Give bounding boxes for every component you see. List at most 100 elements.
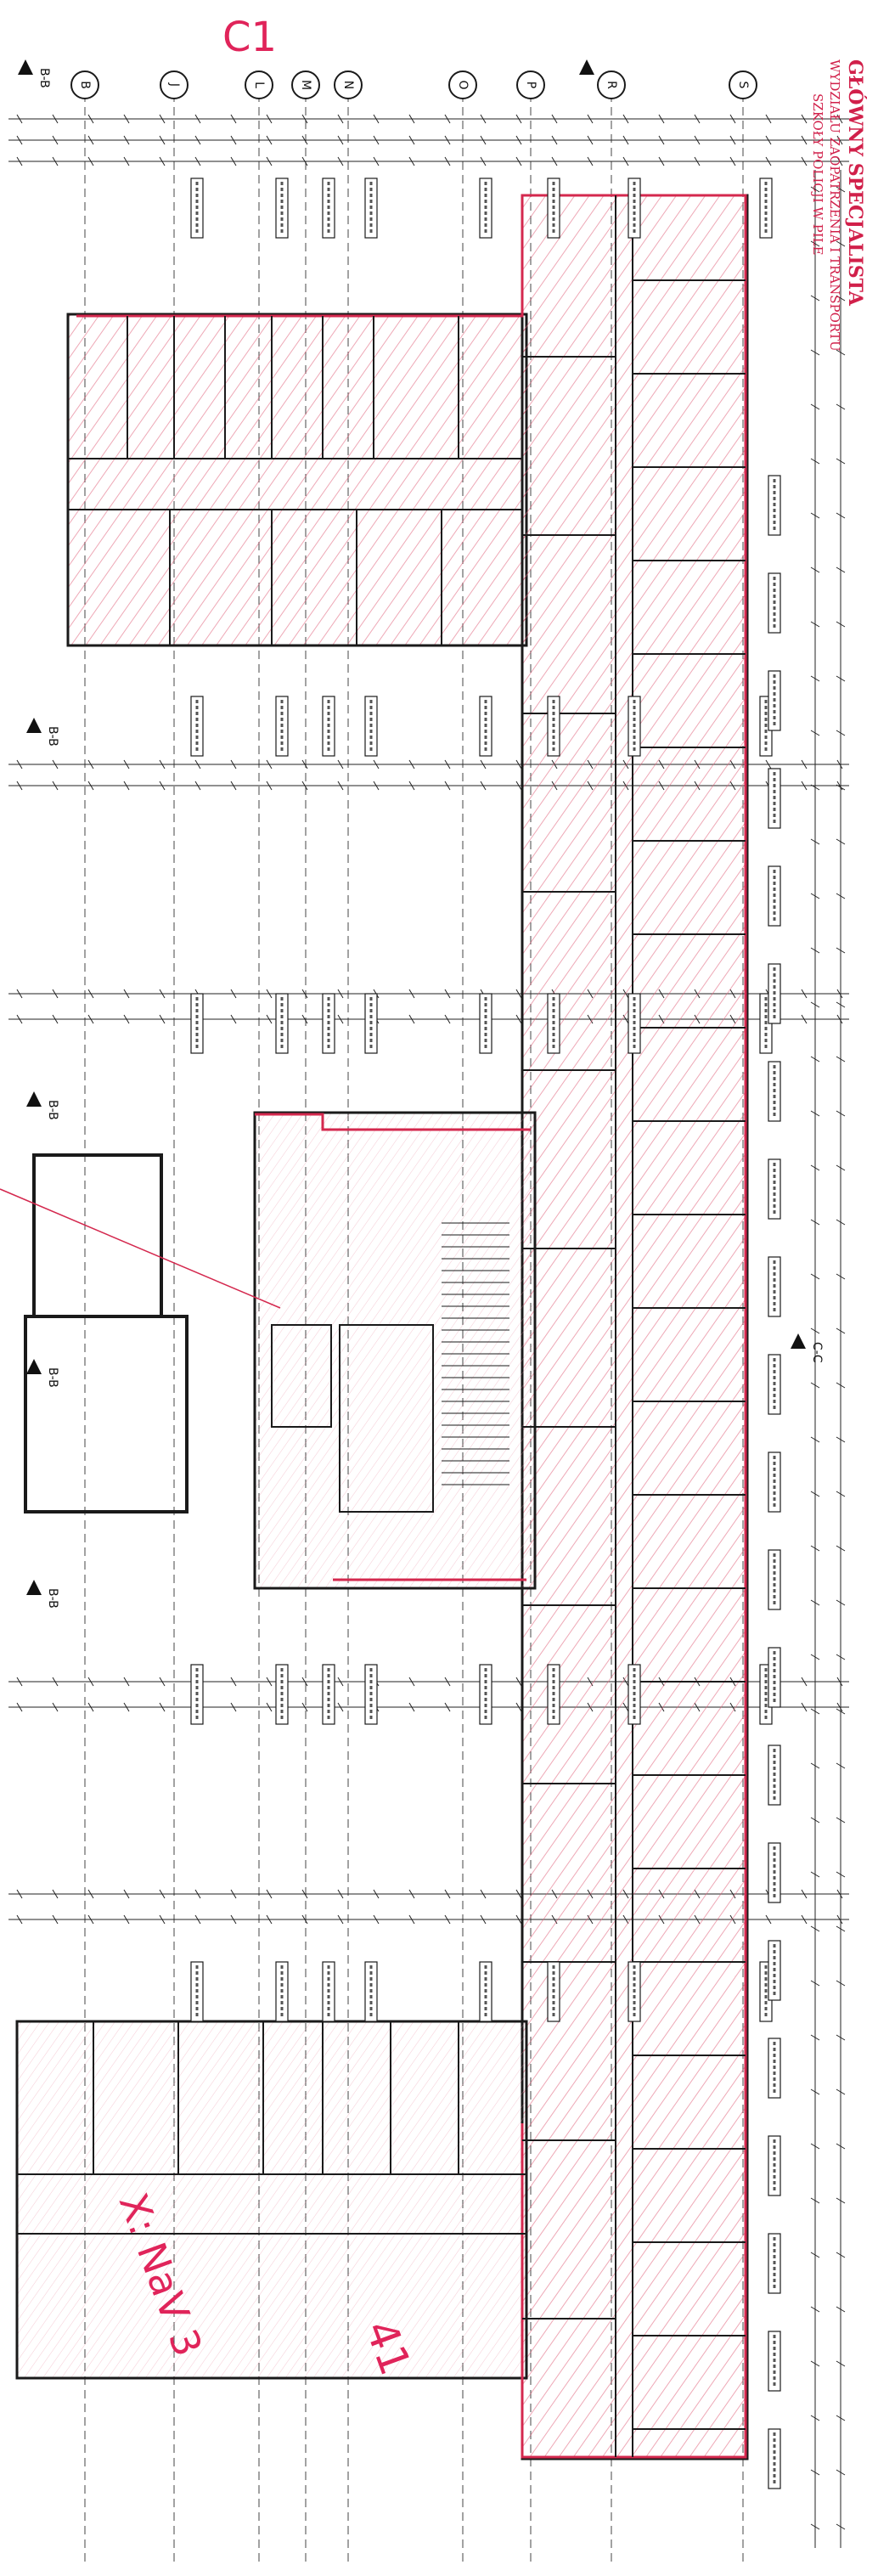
dimension-tick xyxy=(836,1273,846,1280)
dimension-tick xyxy=(515,781,522,791)
dimension-tick xyxy=(801,114,808,124)
east-wing xyxy=(521,194,749,2460)
dimension-tick xyxy=(836,1914,843,1925)
dimension-tick xyxy=(194,759,201,769)
dimension-tick xyxy=(836,458,846,465)
dimension-tick xyxy=(87,1889,94,1899)
dimension-tick xyxy=(159,156,166,166)
dimension-tick xyxy=(123,156,130,166)
dimension-tick xyxy=(230,759,237,769)
dimension-tick xyxy=(810,403,820,410)
room-partitions xyxy=(17,195,746,2457)
dimension-tick xyxy=(836,1327,846,1334)
dimension-tick xyxy=(444,989,451,999)
section-arrow xyxy=(18,59,33,75)
dimension-tick xyxy=(810,240,820,247)
dimension-tick xyxy=(836,838,846,845)
grid-axis-bubble xyxy=(729,70,757,99)
dimension-tick xyxy=(622,135,629,145)
grid-axis-bubble xyxy=(291,70,320,99)
grid-axis-bubble xyxy=(70,70,99,99)
dimension-tick xyxy=(836,403,846,410)
north-wing xyxy=(66,313,528,647)
dimension-tick xyxy=(266,114,273,124)
dimension-tick xyxy=(587,156,594,166)
dimension-tick xyxy=(480,781,487,791)
dimension-tick xyxy=(266,135,273,145)
grid-axis-bubble xyxy=(160,70,189,99)
dimension-tick xyxy=(266,1889,273,1899)
dimension-tick xyxy=(515,1014,522,1024)
dimension-tick xyxy=(408,1014,415,1024)
dimension-tick xyxy=(337,989,344,999)
dimension-tick xyxy=(159,989,166,999)
dimension-tick xyxy=(301,1677,308,1687)
grid-axis-label: R xyxy=(605,81,618,89)
dimension-tick xyxy=(123,781,130,791)
dimension-tick xyxy=(159,1914,166,1925)
dimension-tick xyxy=(16,1677,23,1687)
dimension-tick xyxy=(159,759,166,769)
dimension-tick xyxy=(801,135,808,145)
dimension-tick xyxy=(810,893,820,899)
dimension-tick xyxy=(373,135,380,145)
dimension-tick xyxy=(123,135,130,145)
dimension-tick xyxy=(16,135,23,145)
dimension-tick xyxy=(836,621,846,628)
dimension-tick xyxy=(836,1056,846,1063)
dimension-tick xyxy=(301,1702,308,1712)
dimension-tick xyxy=(836,1599,846,1606)
dimension-tick xyxy=(266,1702,273,1712)
dimension-tick xyxy=(810,2252,820,2258)
dimension-tick xyxy=(87,781,94,791)
dimension-tick xyxy=(52,1914,59,1925)
dimension-tick xyxy=(16,114,23,124)
dimension-tick xyxy=(337,1914,344,1925)
dimension-tick xyxy=(123,114,130,124)
dimension-tick xyxy=(836,1708,846,1715)
dimension-tick xyxy=(515,989,522,999)
section-arrow xyxy=(579,59,594,75)
dimension-tick xyxy=(810,1001,820,1008)
dimension-tick xyxy=(551,135,558,145)
dimension-tick xyxy=(266,156,273,166)
dimension-tick xyxy=(836,989,843,999)
section-label: B-B xyxy=(46,1100,59,1120)
dimension-tick xyxy=(123,1914,130,1925)
dimension-tick xyxy=(587,135,594,145)
dimension-tick xyxy=(836,566,846,573)
dimension-tick xyxy=(694,135,701,145)
stamp-line-2: WYDZIAŁU ZAOPATRZENIA I TRANSPORTU xyxy=(827,59,842,352)
dimension-tick xyxy=(765,1914,772,1925)
dimension-tick xyxy=(836,1654,846,1660)
dimension-tick xyxy=(801,781,808,791)
dimension-tick xyxy=(337,759,344,769)
dimension-tick xyxy=(230,114,237,124)
dimension-tick xyxy=(87,989,94,999)
dimension-tick xyxy=(194,156,201,166)
dimension-tick xyxy=(801,759,808,769)
dimension-tick xyxy=(16,1914,23,1925)
dimension-tick xyxy=(408,114,415,124)
section-arrow xyxy=(26,1359,42,1374)
dimension-tick xyxy=(337,1702,344,1712)
dimension-tick xyxy=(408,759,415,769)
dimension-tick xyxy=(159,1677,166,1687)
dimension-tick xyxy=(810,512,820,519)
dimension-tick xyxy=(373,759,380,769)
dimension-tick xyxy=(337,135,344,145)
building-wings xyxy=(15,194,749,2460)
inner-room xyxy=(271,1324,332,1428)
dimension-tick xyxy=(480,135,487,145)
dimension-tick xyxy=(836,2252,846,2258)
dimension-tick xyxy=(836,2415,846,2421)
dimension-tick xyxy=(810,784,820,791)
room-tags xyxy=(190,178,781,2489)
dimension-tick xyxy=(810,1925,820,1932)
dimension-tick xyxy=(52,989,59,999)
dimension-tick xyxy=(337,114,344,124)
dimension-tick xyxy=(159,114,166,124)
dimension-tick xyxy=(801,1014,808,1024)
dimension-tick xyxy=(810,1871,820,1878)
